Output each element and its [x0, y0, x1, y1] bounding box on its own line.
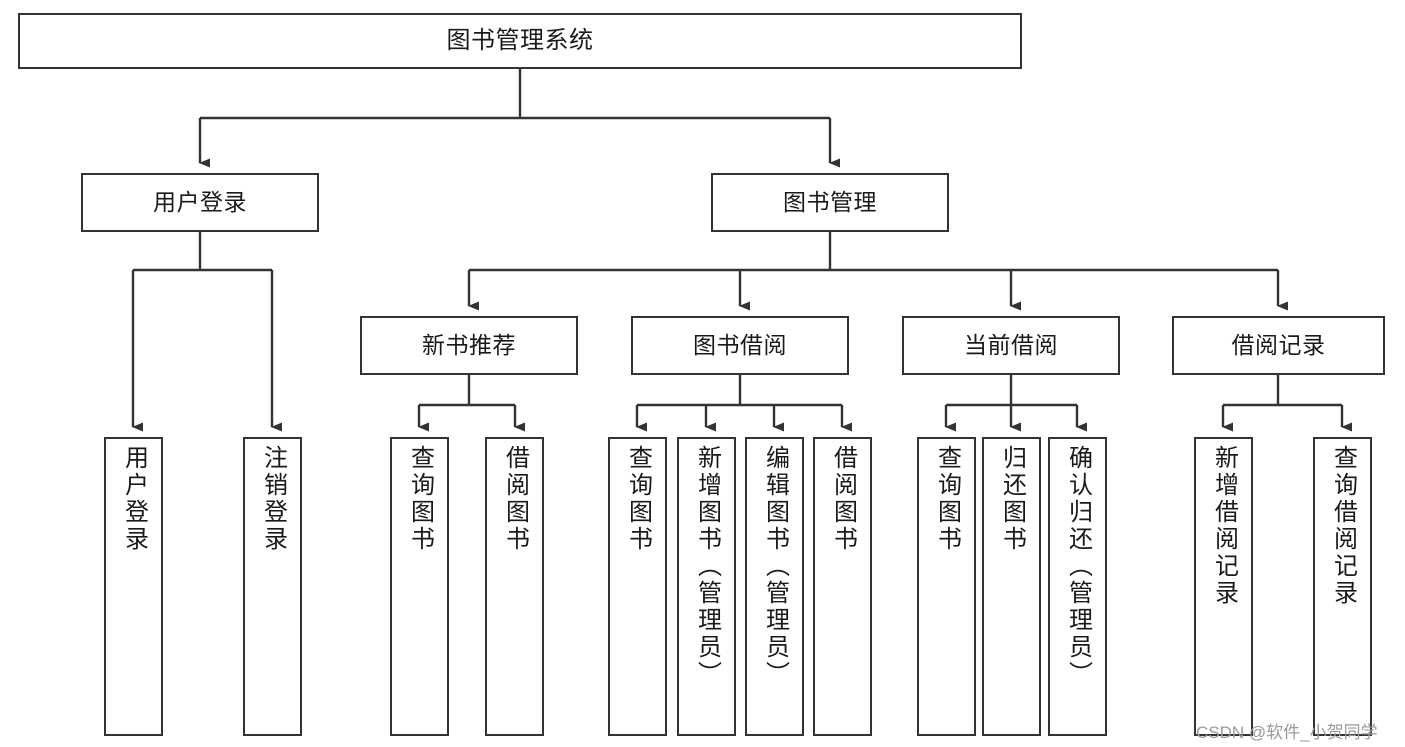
node-label-leaf-logout: 注销登录: [259, 445, 287, 553]
node-label-leaf-add-book: 新增图书（管理员）: [693, 445, 721, 688]
node-label-leaf-return: 归还图书: [998, 445, 1026, 553]
node-root[interactable]: 图书管理系统: [18, 13, 1022, 69]
node-leaf-query-3[interactable]: 查询图书: [917, 437, 976, 736]
connector-lines: [131, 69, 1352, 432]
node-current-borrow[interactable]: 当前借阅: [902, 316, 1120, 375]
node-leaf-user-login[interactable]: 用户登录: [104, 437, 163, 736]
node-leaf-return[interactable]: 归还图书: [982, 437, 1041, 736]
node-label-leaf-query-rec: 查询借阅记录: [1329, 445, 1357, 607]
node-label-leaf-borrow-1: 借阅图书: [501, 445, 529, 553]
node-label-leaf-user-login: 用户登录: [120, 445, 148, 553]
node-label-leaf-query-2: 查询图书: [624, 445, 652, 553]
node-label-leaf-query-1: 查询图书: [406, 445, 434, 553]
node-leaf-confirm[interactable]: 确认归还（管理员）: [1048, 437, 1107, 736]
node-leaf-logout[interactable]: 注销登录: [243, 437, 302, 736]
node-book-borrow[interactable]: 图书借阅: [631, 316, 849, 375]
node-label-user-login: 用户登录: [153, 189, 247, 216]
node-label-leaf-edit-book: 编辑图书（管理员）: [761, 445, 789, 688]
node-leaf-borrow-2[interactable]: 借阅图书: [813, 437, 872, 736]
node-borrow-record[interactable]: 借阅记录: [1172, 316, 1385, 375]
node-label-book-borrow: 图书借阅: [693, 332, 787, 359]
node-label-book-manage: 图书管理: [783, 189, 877, 216]
node-label-current-borrow: 当前借阅: [964, 332, 1058, 359]
node-label-leaf-borrow-2: 借阅图书: [829, 445, 857, 553]
node-new-book-rec[interactable]: 新书推荐: [360, 316, 578, 375]
node-leaf-query-rec[interactable]: 查询借阅记录: [1313, 437, 1372, 736]
node-label-borrow-record: 借阅记录: [1231, 332, 1326, 359]
node-leaf-add-book[interactable]: 新增图书（管理员）: [677, 437, 736, 736]
node-label-root: 图书管理系统: [446, 27, 594, 55]
node-user-login[interactable]: 用户登录: [81, 173, 319, 232]
node-label-leaf-add-rec: 新增借阅记录: [1210, 445, 1238, 607]
node-leaf-edit-book[interactable]: 编辑图书（管理员）: [745, 437, 804, 736]
node-leaf-query-2[interactable]: 查询图书: [608, 437, 667, 736]
node-leaf-add-rec[interactable]: 新增借阅记录: [1194, 437, 1253, 736]
node-label-leaf-confirm: 确认归还（管理员）: [1064, 445, 1092, 688]
node-label-new-book-rec: 新书推荐: [422, 332, 516, 359]
node-book-manage[interactable]: 图书管理: [711, 173, 949, 232]
node-label-leaf-query-3: 查询图书: [933, 445, 961, 553]
node-leaf-borrow-1[interactable]: 借阅图书: [485, 437, 544, 736]
node-leaf-query-1[interactable]: 查询图书: [390, 437, 449, 736]
